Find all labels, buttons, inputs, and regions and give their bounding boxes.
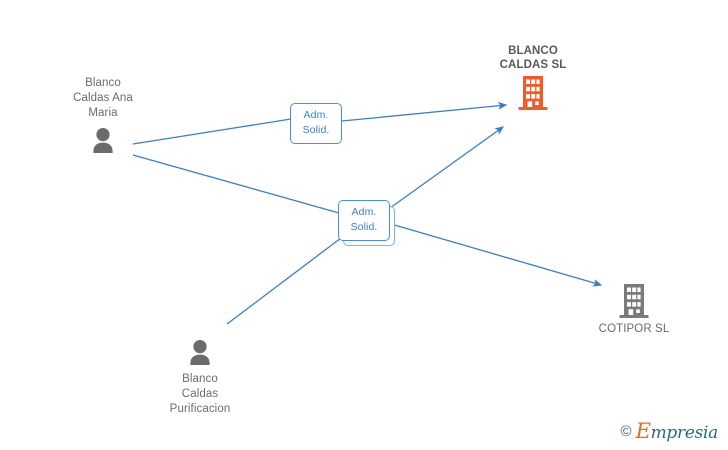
node-label-company-blanco-caldas-sl: BLANCO CALDAS SL [499, 45, 567, 71]
edge-rel2-to-blanco [389, 126, 505, 209]
person-icon [125, 338, 275, 368]
person-icon [28, 121, 178, 156]
building-icon [458, 72, 608, 110]
node-label-company-cotipor-sl: COTIPOR SL [598, 323, 670, 335]
copyright-icon: © [620, 423, 632, 440]
edge-ana-to-rel1 [132, 118, 292, 145]
node-label-person-ana-maria: Blanco Caldas Ana Maria [73, 77, 133, 119]
relation-card[interactable]: Adm. Solid. [290, 103, 342, 144]
relation-label-line2: Solid. [350, 221, 378, 233]
brand-initial: E [635, 419, 651, 443]
node-company-blanco-caldas-sl[interactable]: BLANCO CALDAS SL [458, 44, 608, 110]
edge-purificacion-to-rel2 [226, 234, 346, 325]
edge-rel2-to-cotipor [390, 223, 603, 287]
relation-adm-solid-1[interactable]: Adm. Solid. [290, 103, 342, 144]
node-label-person-purificacion: Blanco Caldas Purificacion [169, 373, 231, 415]
empresia-watermark: © Empresia [620, 419, 719, 443]
node-company-cotipor-sl[interactable]: COTIPOR SL [559, 284, 709, 337]
relation-label-line2: Solid. [302, 124, 330, 136]
relation-label-line1: Adm. [303, 109, 329, 121]
brand-name: Empresia [635, 419, 719, 443]
relation-card[interactable]: Adm. Solid. [338, 200, 390, 241]
relation-adm-solid-2[interactable]: Adm. Solid. [338, 200, 395, 246]
node-person-purificacion[interactable]: Blanco Caldas Purificacion [125, 338, 275, 417]
relation-label-line1: Adm. [351, 206, 377, 218]
brand-rest: mpresia [650, 423, 719, 443]
node-person-ana-maria[interactable]: Blanco Caldas Ana Maria [28, 76, 178, 156]
edge-ana-to-rel2 [132, 154, 340, 214]
edge-rel1-to-blanco [341, 101, 508, 122]
building-icon [559, 284, 709, 318]
